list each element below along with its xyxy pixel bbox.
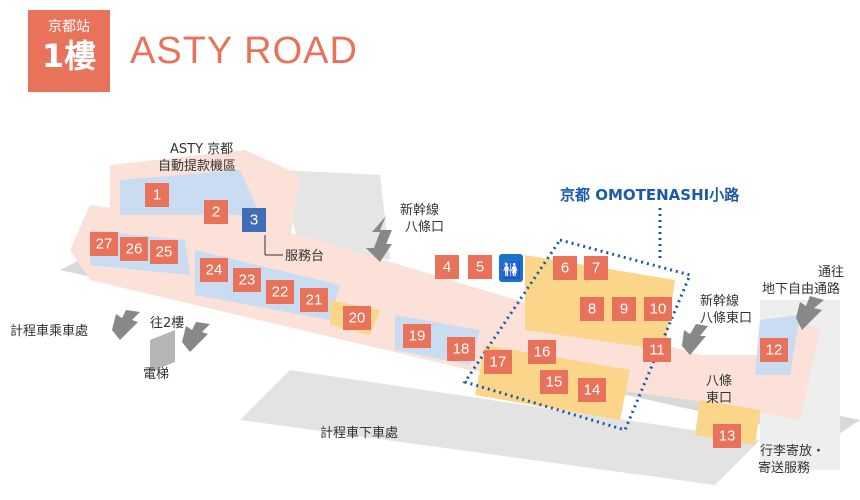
svg-text:23: 23 [239,272,256,289]
shop-9[interactable]: 9 [612,297,636,321]
svg-text:15: 15 [546,374,563,391]
to-2f-label: 往2樓 [150,316,184,331]
arrow-to-2f-left [112,310,140,340]
arrow-to-2f-right [182,322,210,352]
shop-14[interactable]: 14 [578,378,606,402]
arrow-shinkansen-east [682,324,708,355]
arrow-shinkansen-hachijo [366,216,392,262]
svg-text:1: 1 [153,187,161,204]
hachijo-east-label-2: 東口 [706,390,732,406]
svg-text:27: 27 [96,236,113,253]
elevator-label: 電梯 [143,367,169,382]
shop-5[interactable]: 5 [468,255,492,279]
shop-1[interactable]: 1 [145,183,169,207]
svg-text:4: 4 [443,259,451,276]
svg-text:7: 7 [592,260,600,277]
svg-text:24: 24 [206,262,223,279]
svg-text:18: 18 [453,341,470,358]
svg-text:12: 12 [766,342,783,359]
shinkansen-east-label-2: 八條東口 [700,310,752,326]
svg-text:3: 3 [250,212,258,229]
shop-17[interactable]: 17 [484,350,512,374]
shop-24[interactable]: 24 [200,258,228,282]
svg-text:19: 19 [409,328,426,345]
shop-15[interactable]: 15 [540,370,568,394]
svg-text:13: 13 [719,428,736,445]
atm-label-2: 自動提款機區 [158,158,236,174]
shop-10[interactable]: 10 [644,297,672,321]
svg-text:20: 20 [349,310,366,327]
svg-text:22: 22 [272,284,289,301]
svg-text:11: 11 [649,342,665,359]
taxi-boarding-label: 計程車乘車處 [10,323,88,339]
underground-label-1: 通往 [818,265,844,280]
svg-text:21: 21 [306,292,323,309]
floor-badge: 京都站 1樓 [28,10,110,92]
shop-3[interactable]: 3 [242,208,266,232]
shop-26[interactable]: 26 [120,237,148,261]
svg-text:6: 6 [561,260,569,277]
luggage-label-2: 寄送服務 [758,460,810,476]
map-title: ASTY ROAD [130,30,358,72]
floor-label: 1樓 [41,37,97,75]
omotenashi-label: 京都 OMOTENASHI小路 [560,186,740,204]
shop-2[interactable]: 2 [204,200,228,224]
shop-27[interactable]: 27 [90,232,118,256]
underground-label-2: 地下自由通路 [762,281,840,297]
svg-text:2: 2 [212,204,220,221]
hachijo-east-label-1: 八條 [706,374,732,389]
shop-16[interactable]: 16 [528,340,556,364]
shop-8[interactable]: 8 [580,297,604,321]
shop-13[interactable]: 13 [713,424,741,448]
shop-19[interactable]: 19 [403,324,431,348]
shop-4[interactable]: 4 [435,255,459,279]
elevator-icon [150,330,175,372]
shop-22[interactable]: 22 [266,280,294,304]
shinkansen-hachijo-label-1: 新幹線 [400,202,439,218]
svg-text:🚻: 🚻 [501,261,521,280]
svg-text:16: 16 [534,344,551,361]
shop-18[interactable]: 18 [447,337,475,361]
arrow-underground [796,296,824,330]
svg-text:17: 17 [490,354,507,371]
shop-7[interactable]: 7 [584,256,608,280]
shop-20[interactable]: 20 [343,306,371,330]
luggage-zone [695,400,760,445]
main-corridor [70,205,820,420]
shop-6[interactable]: 6 [553,256,577,280]
luggage-label-1: 行李寄放・ [760,443,825,459]
shop-25[interactable]: 25 [150,240,178,264]
svg-text:26: 26 [126,241,143,258]
svg-text:10: 10 [650,301,667,318]
svg-text:14: 14 [584,382,601,399]
restroom-icon [499,254,523,282]
service-label: 服務台 [285,249,324,264]
svg-text:8: 8 [588,301,596,318]
taxi-dropoff-zone [240,370,760,485]
shinkansen-east-label-1: 新幹線 [700,293,739,309]
svg-text:9: 9 [620,301,628,318]
shop-11[interactable]: 11 [643,338,671,362]
svg-text:25: 25 [156,244,173,261]
svg-text:5: 5 [476,259,484,276]
taxi-drop-label: 計程車下車處 [320,425,398,441]
atm-label-1: ASTY 京都 [170,142,233,157]
shop-23[interactable]: 23 [233,268,261,292]
station-label: 京都站 [48,19,90,35]
shop-12[interactable]: 12 [760,338,788,362]
shinkansen-hachijo-label-2: 八條口 [405,220,444,235]
shop-21[interactable]: 21 [300,288,328,312]
